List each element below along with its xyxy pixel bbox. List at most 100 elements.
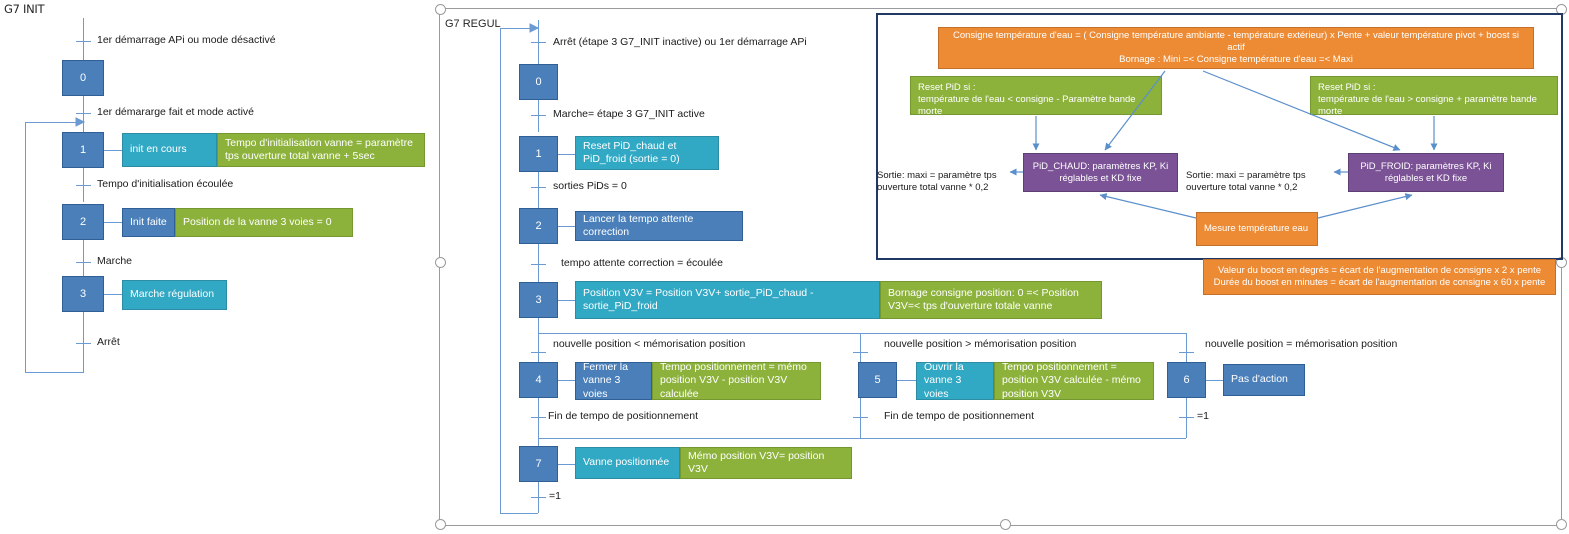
grafcet-regul-title: G7 REGUL bbox=[445, 18, 501, 30]
regul-rail-2-3 bbox=[538, 244, 539, 282]
init-step-2-action-0: Init faite bbox=[122, 208, 175, 237]
regul-step-6-action-0: Pas d'action bbox=[1223, 364, 1305, 396]
pid-output-right-text: Sortie: maxi = paramètre tps ouverture t… bbox=[1186, 169, 1306, 193]
resize-handle-bottom-left[interactable] bbox=[435, 519, 446, 530]
regul-step-4[interactable]: 4 bbox=[519, 362, 558, 398]
init-transition-3: Marche bbox=[97, 255, 133, 267]
init-rail-2-3 bbox=[83, 238, 84, 278]
regul-transition-3: tempo attente correction = écoulée bbox=[561, 257, 723, 269]
resize-handle-bottom-middle[interactable] bbox=[1000, 519, 1011, 530]
pid-chaud-text: PiD_CHAUD: paramètres KP, Ki réglables e… bbox=[1032, 160, 1169, 184]
regul-tick-0 bbox=[531, 42, 546, 43]
init-step-3-action-0: Marche régulation bbox=[122, 280, 227, 310]
regul-step7-exit bbox=[538, 478, 539, 513]
regul-transition-branch-right: nouvelle position = mémorisation positio… bbox=[1205, 338, 1398, 350]
regul-step4-exit bbox=[538, 398, 539, 438]
regul-step-5[interactable]: 5 bbox=[858, 362, 897, 398]
init-loopback-vertical bbox=[25, 122, 26, 372]
regul-step-5-action-0: Ouvrir la vanne 3 voies bbox=[916, 361, 994, 400]
pid-chaud-box: PiD_CHAUD: paramètres KP, Ki réglables e… bbox=[1023, 153, 1178, 192]
regul-step5-exit bbox=[860, 398, 861, 438]
regul-transition-1: Marche= étape 3 G7_INIT active bbox=[553, 108, 705, 120]
regul-step-7[interactable]: 7 bbox=[519, 446, 558, 482]
boost-note-text: Valeur du boost en degrés = écart de l'a… bbox=[1213, 265, 1546, 288]
regul-step-7-action-1: Mémo position V3V= position V3V bbox=[680, 447, 852, 479]
init-step-1-action-1: Tempo d'initialisation vanne = paramètre… bbox=[217, 133, 425, 167]
init-rail-0-1 bbox=[83, 96, 84, 133]
regul-branch-right-down bbox=[1186, 352, 1187, 362]
init-rail-1-2 bbox=[83, 167, 84, 202]
init-transition-2: Tempo d'initialisation écoulée bbox=[97, 178, 234, 190]
init-step-1-action-0: init en cours bbox=[122, 133, 217, 167]
resize-handle-bottom-right[interactable] bbox=[1556, 519, 1567, 530]
regul-branch-right-top bbox=[1186, 333, 1187, 353]
regul-step-2[interactable]: 2 bbox=[519, 208, 558, 244]
init-step-1-link bbox=[104, 150, 122, 151]
regul-step-3[interactable]: 3 bbox=[519, 282, 558, 318]
regul-step-3-action-0: Position V3V = Position V3V+ sortie_PiD_… bbox=[575, 281, 880, 319]
resize-handle-left-middle[interactable] bbox=[435, 257, 446, 268]
init-step-3-link bbox=[104, 294, 122, 295]
regul-step-3-link bbox=[558, 300, 575, 301]
regul-step-7-action-0: Vanne positionnée bbox=[575, 447, 680, 479]
init-loopback-bottom bbox=[25, 372, 84, 373]
init-tick-4 bbox=[76, 343, 91, 344]
init-rail-top bbox=[83, 18, 84, 76]
pid-reset-right-box: Reset PiD si : température de l'eau > co… bbox=[1310, 76, 1558, 117]
regul-tick-1 bbox=[531, 115, 546, 116]
pid-reset-left-text: Reset PiD si : température de l'eau < co… bbox=[918, 82, 1136, 117]
regul-converge-to-7 bbox=[538, 438, 539, 446]
init-rail-3-end bbox=[83, 310, 84, 372]
init-tick-1 bbox=[76, 113, 91, 114]
regul-branch-left-top bbox=[538, 333, 539, 353]
resize-handle-top-left[interactable] bbox=[435, 4, 446, 15]
regul-transition-exit-mid: Fin de tempo de positionnement bbox=[884, 410, 1035, 422]
pid-reset-right-text: Reset PiD si : température de l'eau > co… bbox=[1318, 82, 1537, 117]
regul-branch-left-down bbox=[538, 352, 539, 362]
pid-output-left-text: Sortie: maxi = paramètre tps ouverture t… bbox=[877, 169, 997, 193]
regul-tick-exit-left bbox=[531, 417, 546, 418]
regul-transition-exit-right: =1 bbox=[1197, 410, 1209, 422]
regul-step-3-action-1: Bornage consigne position: 0 =< Position… bbox=[880, 281, 1102, 319]
pid-froid-box: PiD_FROID: paramètres KP, Ki réglables e… bbox=[1348, 153, 1504, 192]
pid-froid-text: PiD_FROID: paramètres KP, Ki réglables e… bbox=[1360, 160, 1492, 184]
regul-step-2-link bbox=[558, 226, 575, 227]
regul-tick-step7-exit bbox=[531, 497, 546, 498]
regul-transition-branch-left: nouvelle position < mémorisation positio… bbox=[553, 338, 746, 350]
init-step-1[interactable]: 1 bbox=[62, 132, 104, 168]
regul-rail-0-1 bbox=[538, 100, 539, 132]
pid-setpoint-box: Consigne température d'eau = ( Consigne … bbox=[938, 27, 1534, 69]
regul-step6-exit bbox=[1186, 398, 1187, 438]
regul-step-2-action-0: Lancer la tempo attente correction bbox=[575, 211, 743, 241]
regul-step-4-link bbox=[558, 380, 575, 381]
regul-step-0[interactable]: 0 bbox=[519, 64, 558, 100]
init-step-0[interactable]: 0 bbox=[62, 60, 104, 96]
boost-note-box: Valeur du boost en degrés = écart de l'a… bbox=[1203, 259, 1556, 295]
pid-reset-left-box: Reset PiD si : température de l'eau < co… bbox=[910, 76, 1162, 117]
regul-convergence-bar bbox=[538, 438, 1186, 439]
regul-transition-0: Arrêt (étape 3 G7_INIT inactive) ou 1er … bbox=[553, 36, 807, 48]
regul-rail-3-div bbox=[538, 318, 539, 333]
init-step-2[interactable]: 2 bbox=[62, 204, 104, 240]
regul-transition-step7-exit: =1 bbox=[549, 490, 561, 502]
init-tick-0 bbox=[76, 41, 91, 42]
regul-divergence-bar bbox=[538, 333, 1186, 334]
regul-transition-exit-left: Fin de tempo de positionnement bbox=[548, 410, 699, 422]
init-tick-3 bbox=[76, 262, 91, 263]
regul-step-1-link bbox=[558, 154, 575, 155]
regul-step-5-action-1: Tempo positionnement = position V3V calc… bbox=[994, 361, 1154, 400]
regul-transition-branch-mid: nouvelle position > mémorisation positio… bbox=[884, 338, 1077, 350]
regul-tick-3 bbox=[531, 264, 546, 265]
init-step-3[interactable]: 3 bbox=[62, 276, 104, 312]
init-loopback-top bbox=[25, 122, 83, 123]
regul-step-1[interactable]: 1 bbox=[519, 136, 558, 172]
regul-step-5-link bbox=[897, 380, 916, 381]
pid-setpoint-text: Consigne température d'eau = ( Consigne … bbox=[952, 30, 1520, 65]
init-transition-0: 1er démarrage APi ou mode désactivé bbox=[97, 34, 276, 46]
regul-step-6[interactable]: 6 bbox=[1167, 362, 1206, 398]
regul-step-7-link bbox=[558, 464, 575, 465]
regul-transition-2: sorties PiDs = 0 bbox=[553, 180, 627, 192]
regul-tick-2 bbox=[531, 187, 546, 188]
regul-step-1-action-0: Reset PiD_chaud et PiD_froid (sortie = 0… bbox=[575, 136, 719, 170]
